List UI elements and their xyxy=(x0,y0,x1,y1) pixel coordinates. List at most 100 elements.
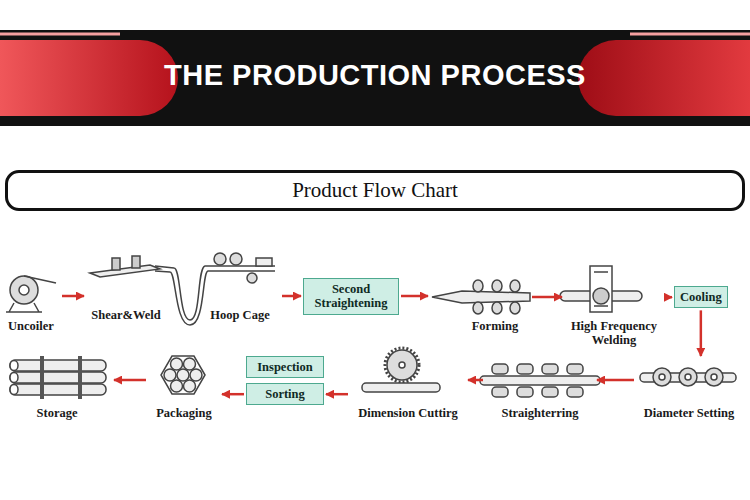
forming-figure xyxy=(432,291,530,303)
step-label: Storage xyxy=(2,406,112,420)
shear-weld-hoop-figure xyxy=(112,258,120,270)
straightening-figure xyxy=(517,387,533,397)
straightening-figure xyxy=(480,376,600,385)
uncoiler-figure xyxy=(6,303,42,312)
straightening-figure xyxy=(480,364,600,397)
process-step: Forming xyxy=(430,280,530,333)
packaging-figure xyxy=(161,356,205,394)
shear-weld-hoop-figure xyxy=(90,265,160,277)
flow-arrow xyxy=(597,379,634,382)
straightening-figure xyxy=(567,387,583,397)
step-label: Hoop Cage xyxy=(200,308,280,322)
cutting-figure xyxy=(362,348,440,392)
process-step: Storage xyxy=(2,350,112,420)
box-label: Inspection xyxy=(252,360,318,374)
box-label: Sorting xyxy=(252,387,318,401)
welding-figure xyxy=(590,266,612,312)
process-box: Sorting xyxy=(246,383,324,405)
shear-weld-hoop-figure xyxy=(247,273,257,283)
storage-figure xyxy=(10,361,18,371)
banner xyxy=(0,30,750,126)
forming-figure xyxy=(432,280,530,314)
packaging-figure xyxy=(184,358,196,370)
step-label: Diameter Setting xyxy=(636,406,742,420)
uncoiler-figure xyxy=(19,285,29,295)
flow-arrow xyxy=(700,310,703,356)
forming-figure xyxy=(510,280,520,292)
banner xyxy=(0,40,178,116)
flow-arrow xyxy=(114,379,146,382)
step-label: High Frequency Welding xyxy=(564,319,664,348)
step-label: Straighterring xyxy=(485,406,595,420)
packaging-figure xyxy=(161,356,205,394)
cutting-figure xyxy=(399,362,405,368)
packaging-figure xyxy=(177,369,189,381)
uncoiler-figure xyxy=(6,276,56,312)
packaging-figure xyxy=(190,369,202,381)
cutting-figure xyxy=(362,383,440,392)
flow-arrow xyxy=(468,379,483,382)
shear-weld-hoop-figure xyxy=(230,253,242,265)
process-step: Packaging xyxy=(148,350,220,420)
forming-figure xyxy=(473,280,483,292)
title: THE PRODUCTION PROCESS xyxy=(0,59,750,92)
cutting-figure xyxy=(385,348,419,382)
storage-figure xyxy=(10,356,106,399)
box-label: Second Straightening xyxy=(309,282,393,311)
diameter-figure xyxy=(653,368,671,386)
forming-figure xyxy=(510,302,520,314)
storage-figure xyxy=(10,384,106,395)
process-step: Straighterring xyxy=(485,360,595,420)
packaging-figure xyxy=(184,380,196,392)
straightening-figure xyxy=(517,364,533,374)
banner xyxy=(0,30,750,126)
step-label: Dimension Cuttirg xyxy=(350,406,466,420)
step-label: Uncoiler xyxy=(2,319,60,333)
flow-arrow xyxy=(326,393,348,396)
straightening-figure xyxy=(492,364,508,374)
forming-figure xyxy=(492,302,502,314)
storage-figure xyxy=(10,360,106,371)
storage-figure xyxy=(10,373,18,383)
uncoiler-figure xyxy=(24,276,56,283)
forming-figure xyxy=(492,280,502,292)
storage-figure xyxy=(40,356,44,399)
step-label: Packaging xyxy=(148,406,220,420)
straightening-figure xyxy=(542,387,558,397)
diameter-figure xyxy=(711,374,717,380)
storage-figure xyxy=(78,356,82,399)
process-step: Shear&Weld xyxy=(86,262,166,322)
process-step: Dimension Cuttirg xyxy=(350,350,466,420)
process-step: High Frequency Welding xyxy=(564,262,664,348)
welding-figure xyxy=(560,266,642,312)
step-label: Shear&Weld xyxy=(86,308,166,322)
process-box: Second Straightening xyxy=(303,278,399,315)
flow-arrow xyxy=(666,296,672,299)
process-step: Uncoiler xyxy=(2,268,60,333)
straightening-figure xyxy=(567,364,583,374)
box-label: Product Flow Chart xyxy=(13,178,737,203)
uncoiler-figure xyxy=(10,276,38,304)
shear-weld-hoop-figure xyxy=(256,258,272,266)
storage-figure xyxy=(10,385,18,395)
welding-figure xyxy=(593,288,609,304)
process-box: Inspection xyxy=(246,356,324,378)
forming-figure xyxy=(473,302,483,314)
cutting-figure xyxy=(387,350,417,380)
welding-figure xyxy=(594,272,608,306)
banner xyxy=(630,33,750,36)
flow-arrow xyxy=(282,295,301,298)
process-step: Diameter Setting xyxy=(636,358,742,420)
diameter-figure xyxy=(685,374,691,380)
diameter-figure xyxy=(679,368,697,386)
straightening-figure xyxy=(542,364,558,374)
packaging-figure xyxy=(171,380,183,392)
box-label: Cooling xyxy=(680,290,722,304)
flow-arrow xyxy=(401,295,428,298)
flow-arrow xyxy=(62,295,84,298)
flow-arrow xyxy=(532,296,562,299)
process-step: Hoop Cage xyxy=(176,262,280,322)
heading-bar: Product Flow Chart xyxy=(5,170,745,211)
packaging-figure xyxy=(164,369,176,381)
